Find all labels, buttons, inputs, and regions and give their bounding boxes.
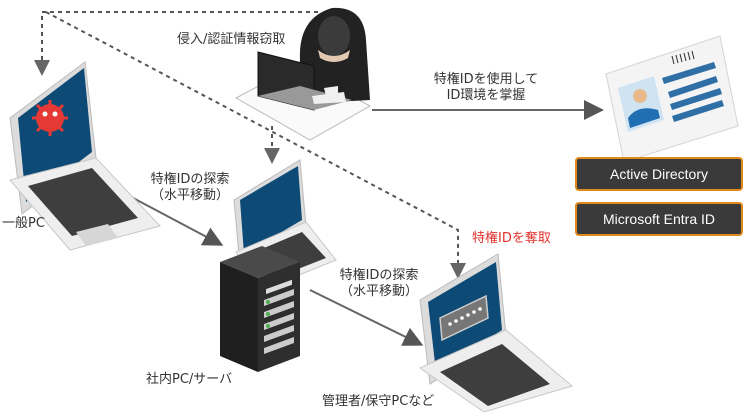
label-search-2-line1: 特権IDの探索 (339, 268, 419, 283)
solid-connectors (117, 100, 604, 346)
label-search-2-line2: （水平移動） (339, 284, 418, 299)
id-card-icon (605, 35, 739, 163)
label-search-2: 特権IDの探索 （水平移動） (324, 268, 434, 300)
hooded-hacker-icon (234, 7, 372, 141)
label-search-1: 特権IDの探索 （水平移動） (135, 172, 245, 204)
label-intrusion: 侵入/認証情報窃取 (177, 32, 286, 47)
label-search-1-line1: 特権IDの探索 (150, 172, 230, 187)
dashed-arrow-to-general-pc (34, 11, 318, 76)
active-directory-box: Active Directory (575, 157, 743, 191)
general-pc-laptop (9, 61, 161, 251)
label-use-privileged-id-line1: 特権IDを使用して (433, 72, 539, 87)
label-search-1-line2: （水平移動） (150, 188, 229, 203)
label-general-pc: 一般PC (2, 216, 45, 231)
label-use-privileged-id: 特権IDを使用して ID環境を掌握 (406, 72, 566, 104)
label-use-privileged-id-line2: ID環境を掌握 (446, 88, 526, 103)
dashed-arrow-to-admin-pc (45, 11, 466, 279)
password-field-icon (439, 294, 489, 342)
entra-id-box: Microsoft Entra ID (575, 202, 743, 236)
server-rack-icon (220, 246, 300, 372)
virus-icon (32, 100, 68, 136)
label-internal-pc-server: 社内PC/サーバ (146, 372, 233, 387)
arrow-server-to-admin (309, 289, 424, 346)
dashed-connectors (34, 11, 466, 279)
label-seize-privileged-id: 特権IDを奪取 (472, 231, 551, 246)
label-admin-pc: 管理者/保守PCなど (322, 394, 435, 409)
